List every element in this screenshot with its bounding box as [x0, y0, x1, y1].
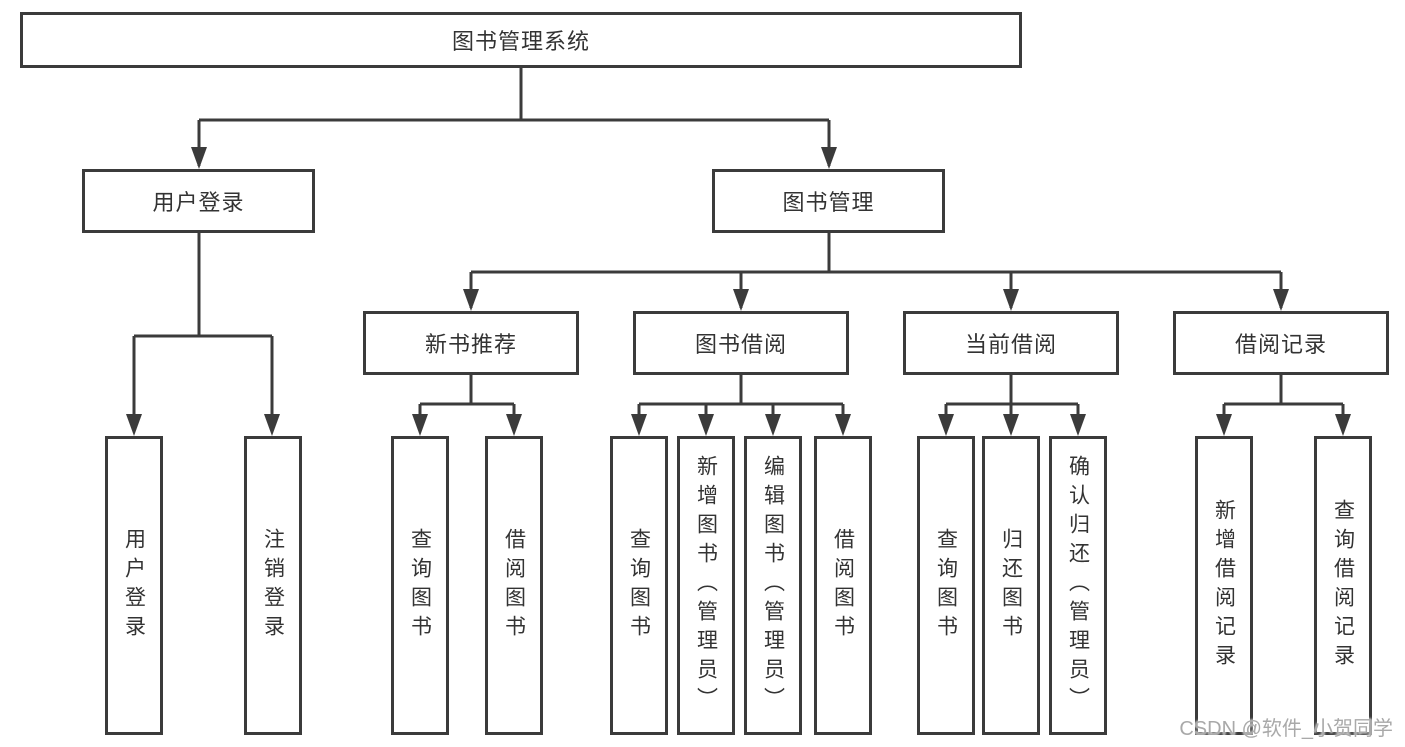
leaf-node-add-books-admin: 新增图书（管理员） — [677, 436, 735, 735]
leaf-node-borrow-books: 借阅图书 — [814, 436, 872, 735]
leaf-node-label: 归还图书 — [999, 527, 1023, 644]
leaf-node-return-books: 归还图书 — [982, 436, 1040, 735]
level2-node-user-login: 用户登录 — [82, 169, 315, 233]
level3-node-borrow-records: 借阅记录 — [1173, 311, 1389, 375]
arrowhead — [1003, 414, 1019, 436]
leaf-node-label: 用户登录 — [122, 527, 146, 644]
arrowhead — [126, 414, 142, 436]
leaf-node-user-login: 用户登录 — [105, 436, 163, 735]
level3-node-label: 新书推荐 — [424, 332, 517, 357]
arrowhead — [631, 414, 647, 436]
arrowhead — [1003, 289, 1019, 311]
level2-node-book-management: 图书管理 — [712, 169, 945, 233]
arrowhead — [264, 414, 280, 436]
arrowhead — [835, 414, 851, 436]
connector-new-book-recommend-to-leaves — [418, 375, 516, 432]
leaf-node-edit-books-admin: 编辑图书（管理员） — [744, 436, 802, 735]
arrowhead — [412, 414, 428, 436]
level2-node-label: 图书管理 — [782, 190, 875, 215]
arrowhead — [821, 147, 837, 169]
leaf-node-label: 借阅图书 — [502, 527, 526, 644]
leaf-node-confirm-return-admin: 确认归还（管理员） — [1049, 436, 1107, 735]
arrowhead — [1216, 414, 1232, 436]
leaf-node-label: 借阅图书 — [831, 527, 855, 644]
arrowhead — [1335, 414, 1351, 436]
leaf-node-label: 注销登录 — [261, 527, 285, 644]
arrowhead — [506, 414, 522, 436]
arrowhead — [938, 414, 954, 436]
arrowhead — [1070, 414, 1086, 436]
leaf-node-label: 确认归还（管理员） — [1066, 455, 1090, 716]
arrowhead — [733, 289, 749, 311]
level3-node-new-book-recommend: 新书推荐 — [363, 311, 579, 375]
root-node-library-system: 图书管理系统 — [20, 12, 1022, 68]
level3-node-book-borrow: 图书借阅 — [633, 311, 849, 375]
leaf-node-label: 查询图书 — [408, 527, 432, 644]
leaf-node-label: 查询借阅记录 — [1331, 498, 1355, 673]
leaf-node-label: 新增借阅记录 — [1212, 498, 1236, 673]
level3-node-current-borrow: 当前借阅 — [903, 311, 1119, 375]
arrowhead — [698, 414, 714, 436]
leaf-node-query-books-recommend: 查询图书 — [391, 436, 449, 735]
connector-book-borrow-to-leaves — [637, 375, 845, 432]
connector-borrow-records-to-leaves — [1222, 375, 1345, 432]
connector-user-login-to-leaves — [132, 233, 274, 432]
level3-node-label: 借阅记录 — [1234, 332, 1327, 357]
leaf-node-add-borrow-record: 新增借阅记录 — [1195, 436, 1253, 735]
leaf-node-label: 查询图书 — [934, 527, 958, 644]
leaf-node-query-borrow-record: 查询借阅记录 — [1314, 436, 1372, 735]
leaf-node-query-books-borrow: 查询图书 — [610, 436, 668, 735]
arrowhead — [463, 289, 479, 311]
leaf-node-label: 编辑图书（管理员） — [761, 455, 785, 716]
level3-node-label: 当前借阅 — [964, 332, 1057, 357]
arrowhead — [191, 147, 207, 169]
csdn-watermark: CSDN @软件_小贺同学 — [1179, 718, 1393, 740]
leaf-node-label: 新增图书（管理员） — [694, 455, 718, 716]
connector-root-to-level2 — [197, 68, 831, 166]
level3-node-label: 图书借阅 — [694, 332, 787, 357]
connector-book-management-to-level3 — [469, 233, 1283, 308]
arrowhead — [765, 414, 781, 436]
leaf-node-logout: 注销登录 — [244, 436, 302, 735]
arrowhead — [1273, 289, 1289, 311]
leaf-node-borrow-books-recommend: 借阅图书 — [485, 436, 543, 735]
leaf-node-query-books-current: 查询图书 — [917, 436, 975, 735]
root-node-label: 图书管理系统 — [451, 29, 590, 54]
level2-node-label: 用户登录 — [152, 190, 245, 215]
leaf-node-label: 查询图书 — [627, 527, 651, 644]
